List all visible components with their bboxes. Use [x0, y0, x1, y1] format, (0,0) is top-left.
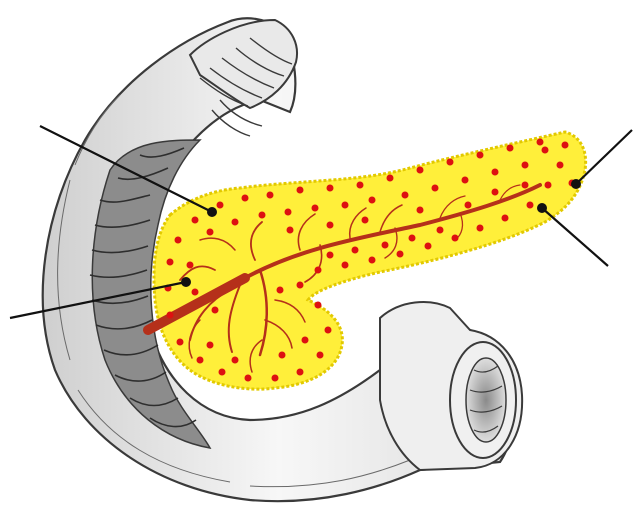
duodenum-outlet	[380, 302, 522, 470]
lumen-opening	[466, 358, 506, 442]
pancreas	[148, 132, 586, 389]
leader-line-lower-right	[542, 208, 608, 266]
